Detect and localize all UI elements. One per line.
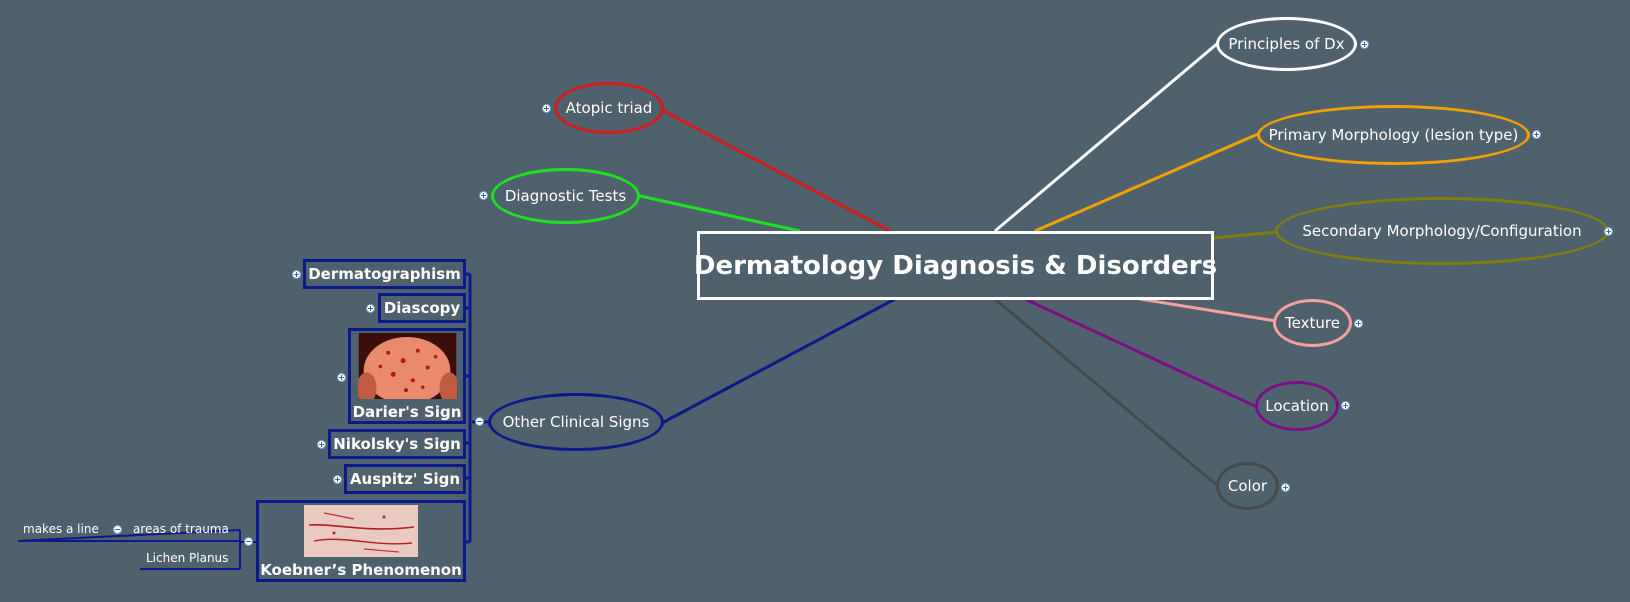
koebners-phenomenon-photo bbox=[304, 505, 418, 557]
dariers-sign-photo bbox=[357, 333, 457, 399]
expand-color-icon[interactable]: + bbox=[1281, 482, 1290, 492]
connector-atopic-triad bbox=[661, 108, 891, 233]
topic-texture-label: Texture bbox=[1285, 314, 1340, 332]
label-lichen-planus[interactable]: Lichen Planus bbox=[146, 551, 229, 565]
connector-other-clinical-signs bbox=[661, 297, 896, 425]
connector-secondary-morphology bbox=[1212, 230, 1278, 240]
expand-atopic-triad-icon[interactable]: + bbox=[542, 103, 551, 113]
label-areas-of-trauma[interactable]: areas of trauma bbox=[133, 522, 229, 536]
sign-auspitz-sign[interactable]: Auspitz' Sign bbox=[344, 464, 466, 494]
sign-diascopy-label: Diascopy bbox=[383, 299, 461, 317]
central-topic[interactable]: Dermatology Diagnosis & Disorders bbox=[693, 231, 1218, 300]
topic-location-label: Location bbox=[1265, 397, 1329, 415]
sign-koebners-phenomenon-label: Koebner’s Phenomenon bbox=[260, 561, 462, 579]
central-topic-title: Dermatology Diagnosis & Disorders bbox=[693, 250, 1218, 281]
connector-diagnostic-tests bbox=[639, 194, 801, 233]
connector-principles bbox=[994, 41, 1219, 233]
topic-other-clinical-signs-label: Other Clinical Signs bbox=[502, 413, 650, 431]
topic-primary-morphology-label: Primary Morphology (lesion type) bbox=[1268, 126, 1519, 144]
sign-nikolskys-sign[interactable]: Nikolsky's Sign bbox=[328, 429, 466, 459]
sign-dermatographism[interactable]: Dermatographism bbox=[303, 259, 466, 289]
expand-nikolskys-sign-icon[interactable]: + bbox=[317, 439, 326, 449]
topic-diagnostic-tests-label: Diagnostic Tests bbox=[504, 187, 627, 205]
topic-secondary-morphology[interactable]: Secondary Morphology/Configuration bbox=[1275, 197, 1609, 265]
connector-primary-morphology bbox=[1034, 132, 1259, 233]
connector-location bbox=[1024, 297, 1258, 409]
sign-dariers-sign-label: Darier's Sign bbox=[352, 403, 462, 421]
sign-dermatographism-label: Dermatographism bbox=[308, 265, 461, 283]
expand-location-icon[interactable]: + bbox=[1341, 400, 1350, 410]
collapse-areas-of-trauma-icon[interactable]: − bbox=[113, 524, 122, 534]
sign-koebners-phenomenon[interactable]: Koebner’s Phenomenon bbox=[256, 500, 466, 582]
sign-auspitz-sign-label: Auspitz' Sign bbox=[349, 470, 461, 488]
expand-secondary-morphology-icon[interactable]: + bbox=[1604, 226, 1613, 236]
topic-atopic-triad[interactable]: Atopic triad bbox=[554, 82, 664, 134]
expand-dermatographism-icon[interactable]: + bbox=[292, 269, 301, 279]
connector-signs-bracket bbox=[466, 272, 488, 544]
topic-other-clinical-signs[interactable]: Other Clinical Signs bbox=[488, 393, 664, 451]
expand-auspitz-sign-icon[interactable]: + bbox=[333, 474, 342, 484]
topic-location[interactable]: Location bbox=[1255, 381, 1339, 431]
expand-diascopy-icon[interactable]: + bbox=[366, 303, 375, 313]
topic-principles-of-dx[interactable]: Principles of Dx bbox=[1216, 17, 1357, 71]
topic-primary-morphology[interactable]: Primary Morphology (lesion type) bbox=[1257, 105, 1530, 165]
sign-diascopy[interactable]: Diascopy bbox=[378, 293, 466, 323]
expand-principles-icon[interactable]: + bbox=[1360, 39, 1369, 49]
topic-color[interactable]: Color bbox=[1216, 462, 1279, 510]
connector-texture bbox=[1139, 297, 1277, 323]
connector-color bbox=[994, 297, 1219, 488]
label-makes-a-line[interactable]: makes a line bbox=[23, 522, 99, 536]
sign-dariers-sign[interactable]: Darier's Sign bbox=[348, 328, 466, 424]
expand-diagnostic-tests-icon[interactable]: + bbox=[479, 190, 488, 200]
sign-nikolskys-sign-label: Nikolsky's Sign bbox=[333, 435, 461, 453]
collapse-koebners-phenomenon-icon[interactable]: − bbox=[244, 536, 253, 546]
topic-color-label: Color bbox=[1227, 477, 1268, 495]
topic-secondary-morphology-label: Secondary Morphology/Configuration bbox=[1302, 222, 1582, 240]
topic-principles-of-dx-label: Principles of Dx bbox=[1228, 35, 1345, 53]
expand-primary-morphology-icon[interactable]: + bbox=[1532, 129, 1541, 139]
topic-texture[interactable]: Texture bbox=[1273, 299, 1352, 347]
topic-diagnostic-tests[interactable]: Diagnostic Tests bbox=[491, 168, 640, 224]
expand-texture-icon[interactable]: + bbox=[1354, 318, 1363, 328]
topic-atopic-triad-label: Atopic triad bbox=[565, 99, 653, 117]
collapse-other-clinical-signs-icon[interactable]: − bbox=[475, 416, 484, 426]
expand-dariers-sign-icon[interactable]: + bbox=[337, 372, 346, 382]
